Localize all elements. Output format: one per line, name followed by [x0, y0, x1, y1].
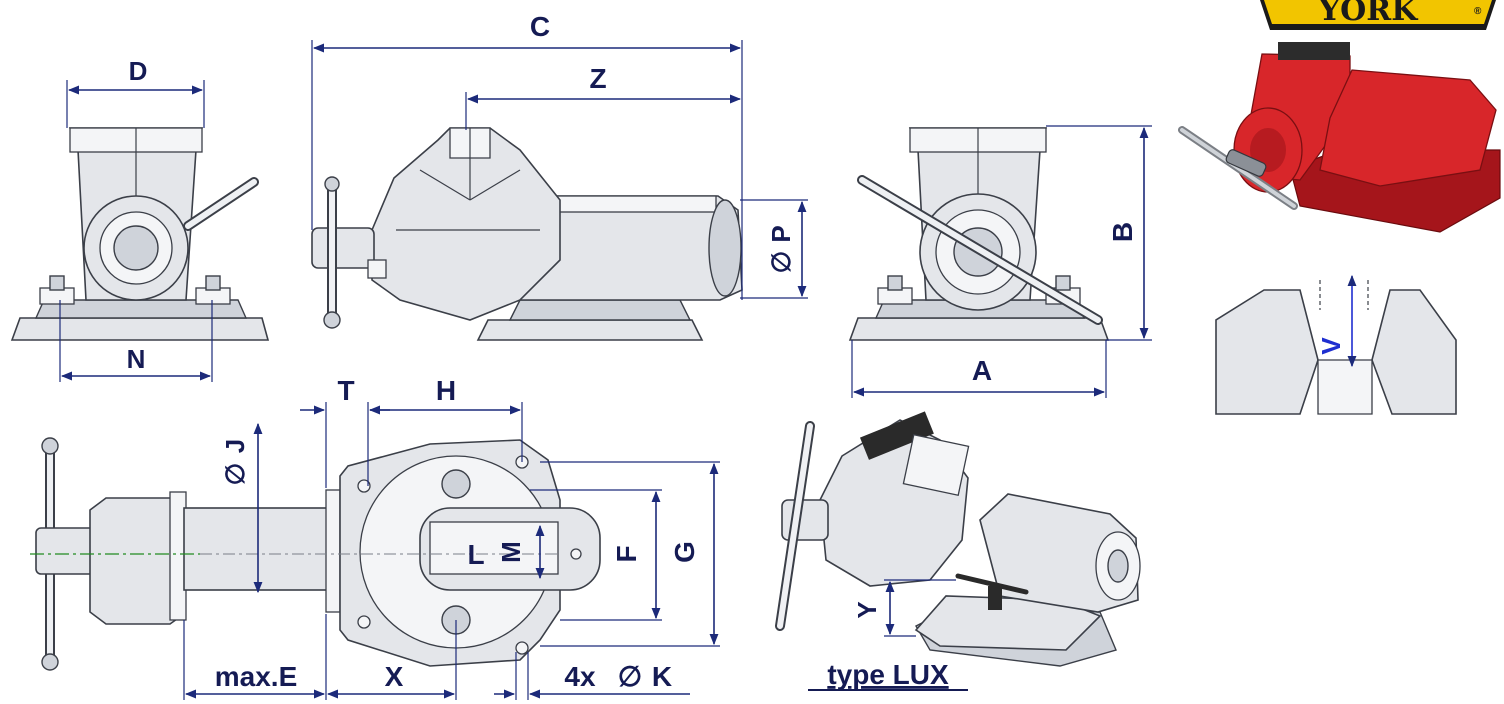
dim-label-K: K: [652, 661, 672, 692]
diameter-symbol-J: ∅: [220, 463, 250, 486]
jaw-detail-v: V: [1215, 262, 1457, 415]
dim-label-max-E: max.E: [215, 661, 298, 692]
dim-label-H: H: [436, 375, 456, 406]
dim-label-B: B: [1107, 222, 1138, 242]
lux-isometric-view: [775, 411, 1141, 667]
dim-label-Y: Y: [852, 601, 882, 618]
dim-label-P: P: [766, 225, 796, 242]
dim-label-N: N: [127, 344, 146, 374]
registered-mark: ®: [1474, 6, 1482, 17]
dim-label-D: D: [129, 56, 148, 86]
dim-label-4x: 4x: [564, 661, 596, 692]
dim-label-C: C: [530, 11, 550, 42]
top-view: [30, 437, 601, 671]
york-logo: YORK ®: [1260, 0, 1496, 30]
brand-logo-text: YORK: [1318, 0, 1418, 28]
dim-label-A: A: [972, 355, 992, 386]
dim-label-T: T: [337, 375, 354, 406]
dim-label-Z: Z: [589, 63, 606, 94]
diameter-symbol: ∅: [766, 251, 796, 274]
dim-label-V: V: [1316, 337, 1346, 355]
dim-label-P-group: ∅ P: [766, 225, 796, 273]
dim-label-F: F: [611, 545, 642, 562]
caption-type-lux: type LUX: [827, 659, 949, 690]
dim-label-M: M: [496, 541, 526, 563]
dim-label-J: J: [220, 439, 250, 453]
dim-label-J-group: ∅ J: [220, 439, 250, 486]
dim-label-G: G: [669, 541, 700, 563]
dim-label-X: X: [385, 661, 404, 692]
side-view: [311, 127, 743, 341]
dim-label-L: L: [467, 539, 484, 570]
back-view: [848, 127, 1110, 341]
diameter-symbol-K: ∅: [618, 661, 642, 692]
front-view: [10, 127, 270, 341]
red-vise-image: [1178, 42, 1501, 233]
